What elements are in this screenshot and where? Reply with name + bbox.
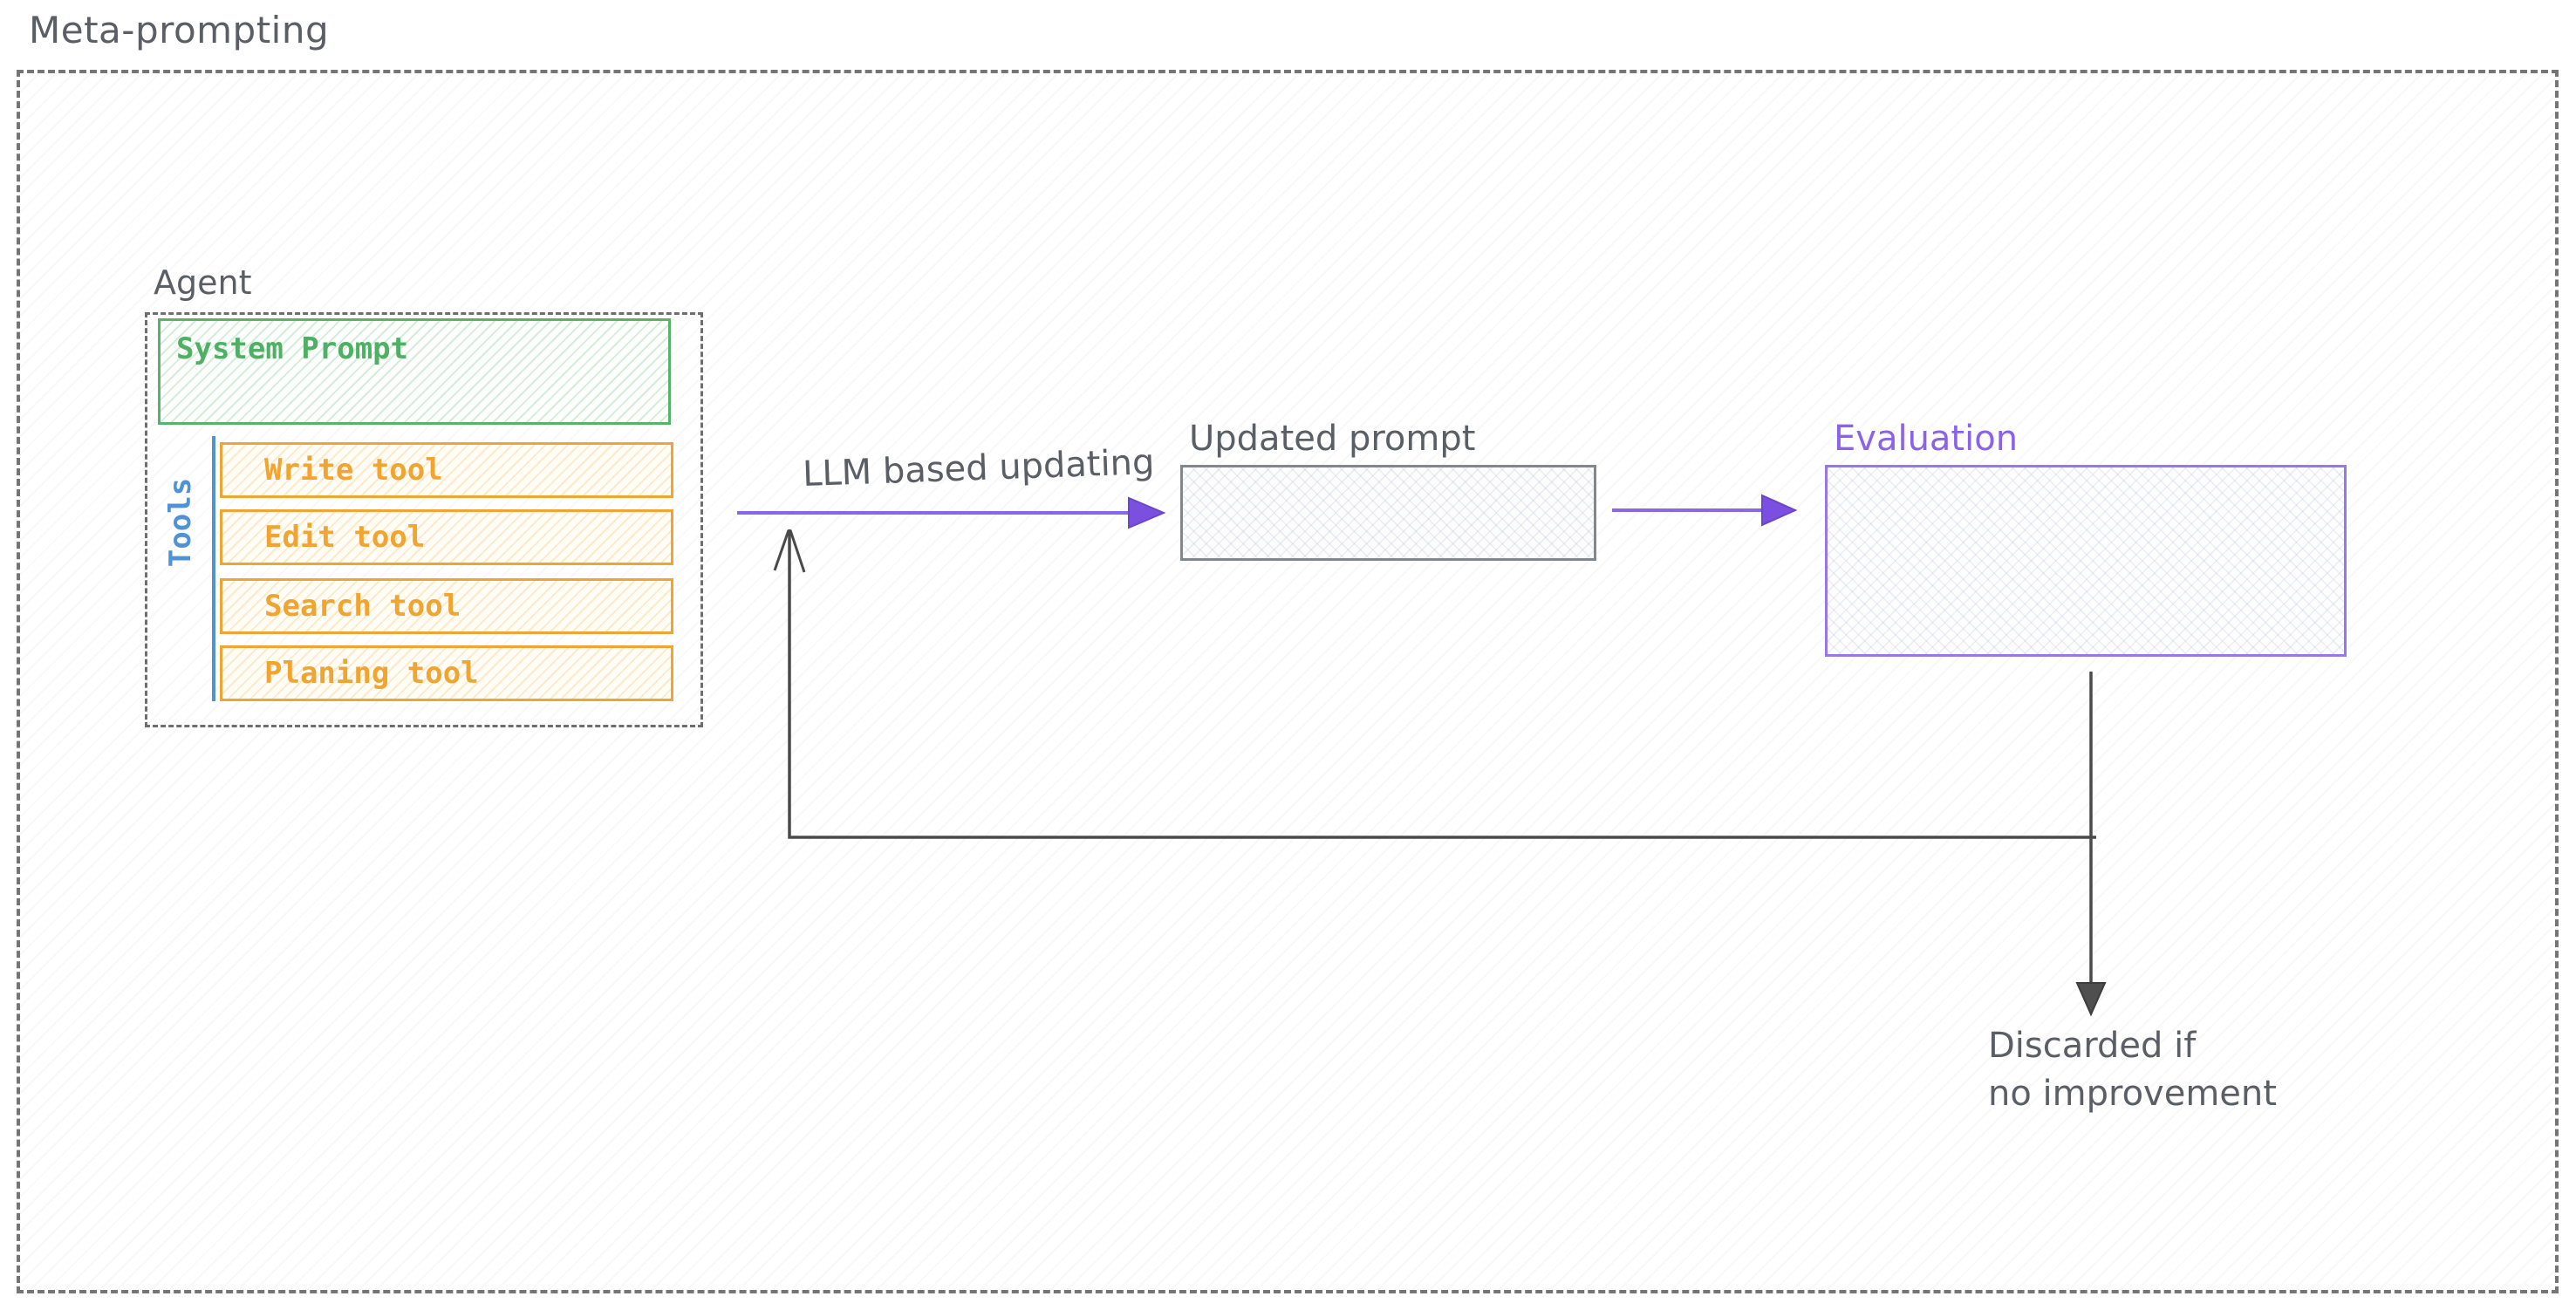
updated-prompt-box: [1180, 465, 1596, 561]
evaluation-box: [1825, 465, 2347, 657]
tool-label: Write tool: [264, 453, 443, 488]
tools-bracket-line: [212, 436, 215, 701]
agent-label: Agent: [154, 263, 252, 302]
discard-label-line1: Discarded if: [1988, 1026, 2197, 1066]
tool-box-search: Search tool: [220, 578, 673, 634]
system-prompt-box: System Prompt: [158, 318, 671, 425]
tool-label: Planing tool: [264, 656, 479, 691]
updated-prompt-label: Updated prompt: [1189, 419, 1476, 459]
tools-label: Tools: [163, 477, 198, 568]
discard-label: Discarded if no improvement: [1988, 1022, 2277, 1118]
system-prompt-label: System Prompt: [176, 331, 409, 366]
tool-label: Edit tool: [264, 520, 426, 555]
tool-box-write: Write tool: [220, 442, 673, 498]
discard-label-line2: no improvement: [1988, 1074, 2277, 1114]
diagram-title: Meta-prompting: [29, 9, 330, 51]
agent-box: [145, 312, 703, 727]
evaluation-label: Evaluation: [1834, 419, 2019, 459]
tool-box-edit: Edit tool: [220, 509, 673, 565]
tool-box-planing: Planing tool: [220, 645, 673, 701]
tool-label: Search tool: [264, 589, 461, 624]
